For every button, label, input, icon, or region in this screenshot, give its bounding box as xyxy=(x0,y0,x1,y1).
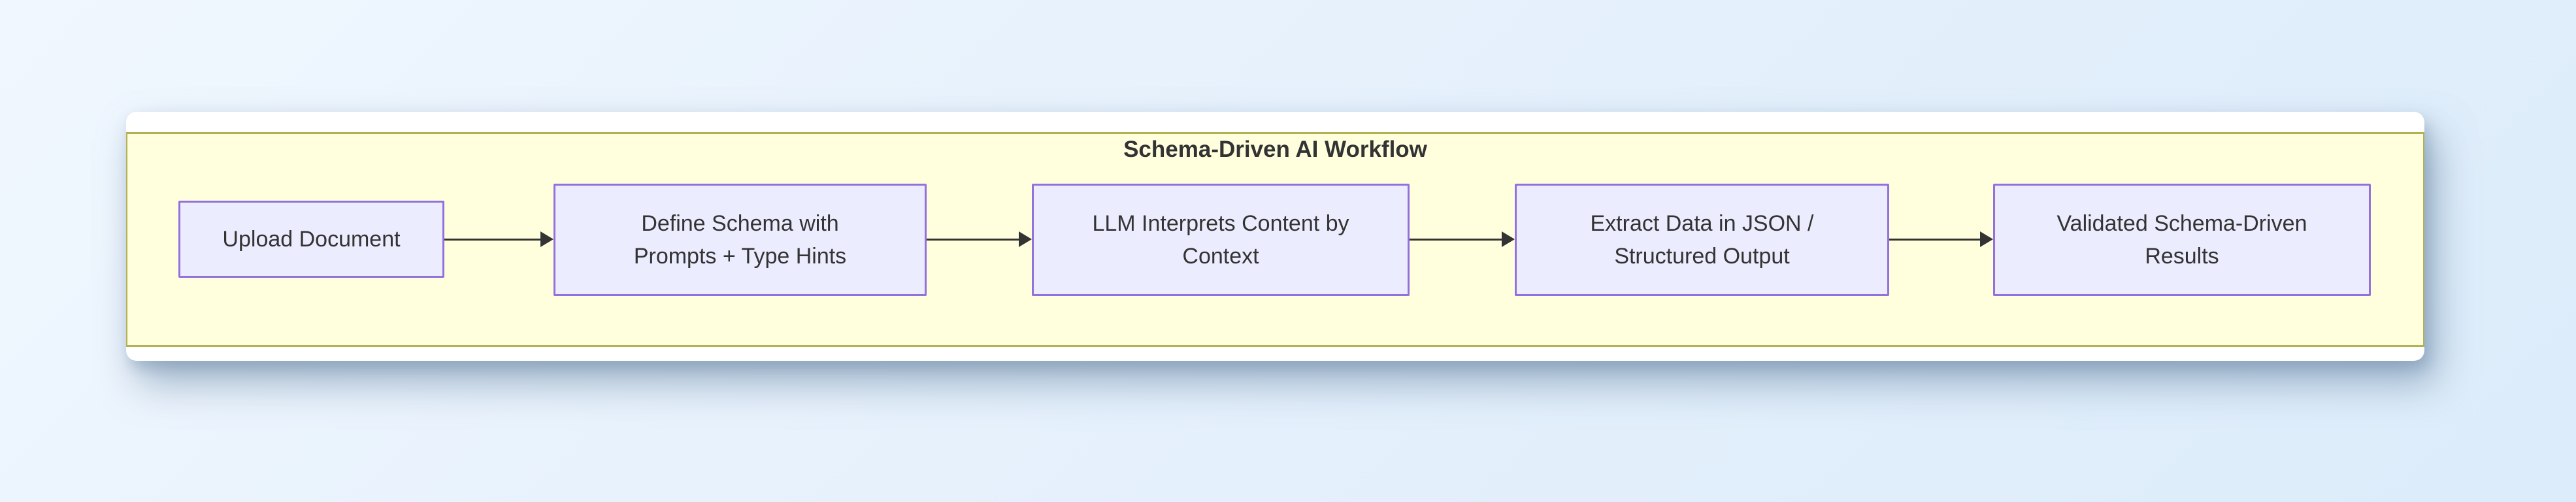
node-label-line: Context xyxy=(1182,244,1259,269)
flow-arrow-4 xyxy=(1889,231,1993,247)
node-label-line: Validated Schema-Driven xyxy=(2056,211,2307,236)
arrow-line xyxy=(1889,238,1980,241)
arrow-line xyxy=(1410,238,1502,241)
diagram-card: Schema-Driven AI Workflow Upload Documen… xyxy=(126,112,2424,361)
flow-node-define-schema: Define Schema with Prompts + Type Hints xyxy=(553,184,927,296)
flow-node-validated-results: Validated Schema-Driven Results xyxy=(1993,184,2371,296)
arrow-line xyxy=(927,238,1019,241)
node-label-line: LLM Interprets Content by xyxy=(1092,211,1349,236)
arrow-line xyxy=(444,238,540,241)
cluster-title: Schema-Driven AI Workflow xyxy=(1123,137,1427,162)
node-label-line: Extract Data in JSON / xyxy=(1590,211,1814,236)
arrow-head-icon xyxy=(1502,231,1515,247)
flow-arrow-1 xyxy=(444,231,553,247)
node-label-line: Define Schema with xyxy=(641,211,839,236)
node-label-line: Upload Document xyxy=(222,227,401,252)
node-label-line: Prompts + Type Hints xyxy=(633,244,847,269)
arrow-head-icon xyxy=(540,231,553,247)
flow-node-llm-interprets: LLM Interprets Content by Context xyxy=(1032,184,1410,296)
flow-arrow-3 xyxy=(1410,231,1515,247)
node-label-line: Results xyxy=(2145,244,2219,269)
flow-arrow-2 xyxy=(927,231,1032,247)
node-label-line: Structured Output xyxy=(1614,244,1790,269)
arrow-head-icon xyxy=(1980,231,1993,247)
flow-node-extract-data: Extract Data in JSON / Structured Output xyxy=(1515,184,1889,296)
arrow-head-icon xyxy=(1019,231,1032,247)
flow-node-upload-document: Upload Document xyxy=(178,201,444,278)
